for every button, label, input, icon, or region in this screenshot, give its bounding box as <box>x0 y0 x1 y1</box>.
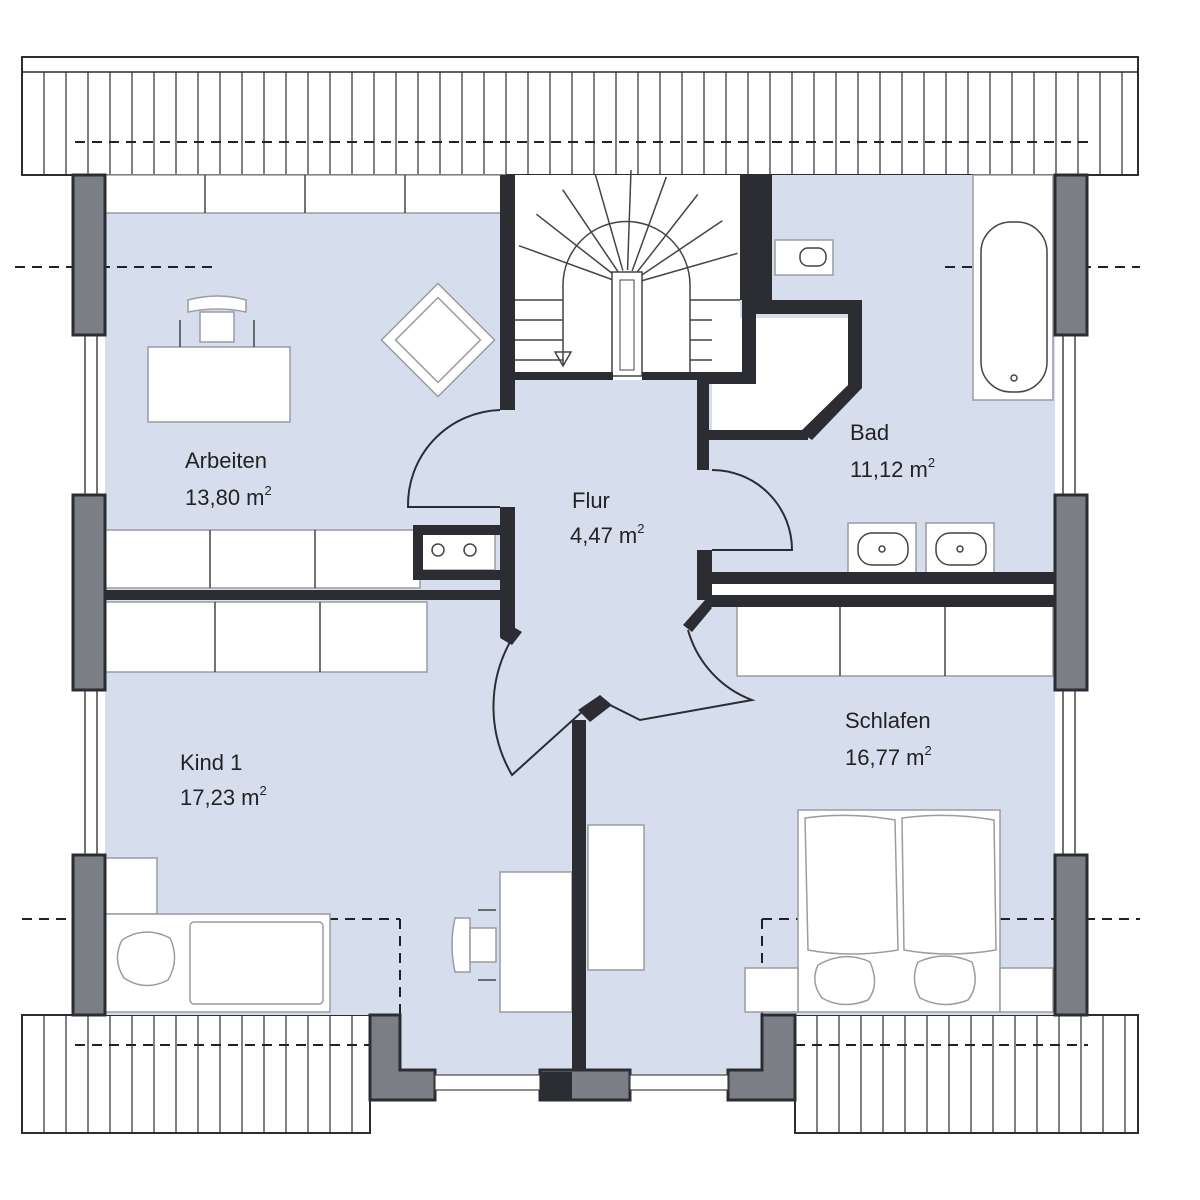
stove-icon <box>419 529 496 571</box>
wardrobe-schlafen <box>736 605 1054 677</box>
shelf-bottom-arbeiten <box>104 529 421 589</box>
room-area: 11,12 m <box>850 457 928 482</box>
sink-icon <box>847 522 995 574</box>
desk-schlafen <box>587 824 645 971</box>
room-area: 4,47 m <box>570 523 637 548</box>
desk-icon <box>147 346 291 423</box>
roof-top <box>21 56 1139 176</box>
armchair-icon <box>380 282 496 398</box>
room-label-schlafen: Schlafen 16,77 m2 <box>845 708 932 770</box>
walls <box>71 173 1089 1102</box>
stair-tread <box>518 244 614 281</box>
nightstand-schlafen-left <box>744 967 799 1013</box>
room-name: Kind 1 <box>180 750 242 775</box>
shelf-kind1 <box>104 601 428 673</box>
chair-kind1 <box>451 909 497 981</box>
svg-text:13,80 m2: 13,80 m2 <box>185 483 272 510</box>
double-bed-icon <box>797 809 1001 1013</box>
stair-tread <box>639 220 723 278</box>
room-area: 13,80 m <box>185 485 265 510</box>
bed-icon <box>104 913 331 1013</box>
room-name: Bad <box>850 420 889 445</box>
room-label-kind1: Kind 1 17,23 m2 <box>180 750 267 810</box>
desk-kind1 <box>499 871 573 1013</box>
room-label-arbeiten: Arbeiten 13,80 m2 <box>185 448 272 510</box>
nightstand-schlafen-right <box>999 967 1054 1013</box>
svg-text:4,47 m2: 4,47 m2 <box>570 521 645 548</box>
room-area: 16,77 m <box>845 745 925 770</box>
stair-tread <box>626 170 632 271</box>
stair-tread <box>535 213 616 277</box>
svg-text:17,23 m2: 17,23 m2 <box>180 783 267 810</box>
room-name: Flur <box>572 488 610 513</box>
stair-tread <box>562 189 620 273</box>
door-swings <box>406 409 794 777</box>
shelf-top-arbeiten <box>104 174 506 214</box>
stair-tread <box>594 174 624 271</box>
stair-icon <box>515 170 740 380</box>
roof-bottom-right <box>794 1014 1139 1134</box>
svg-text:11,12 m2: 11,12 m2 <box>850 455 935 482</box>
toilet-icon <box>774 239 834 276</box>
stair-tread <box>635 193 699 274</box>
room-label-bad: Bad 11,12 m2 <box>850 420 935 482</box>
svg-text:16,77 m2: 16,77 m2 <box>845 743 932 770</box>
bathtub-icon <box>972 174 1054 401</box>
room-name: Arbeiten <box>185 448 267 473</box>
nightstand-kind1 <box>104 857 158 915</box>
stair-tread <box>631 176 668 272</box>
chair-icon <box>179 295 255 347</box>
room-name: Schlafen <box>845 708 931 733</box>
stair-tread <box>641 252 738 282</box>
roof-bottom-left <box>21 1014 371 1134</box>
room-label-flur: Flur 4,47 m2 <box>570 488 645 548</box>
room-area: 17,23 m <box>180 785 260 810</box>
